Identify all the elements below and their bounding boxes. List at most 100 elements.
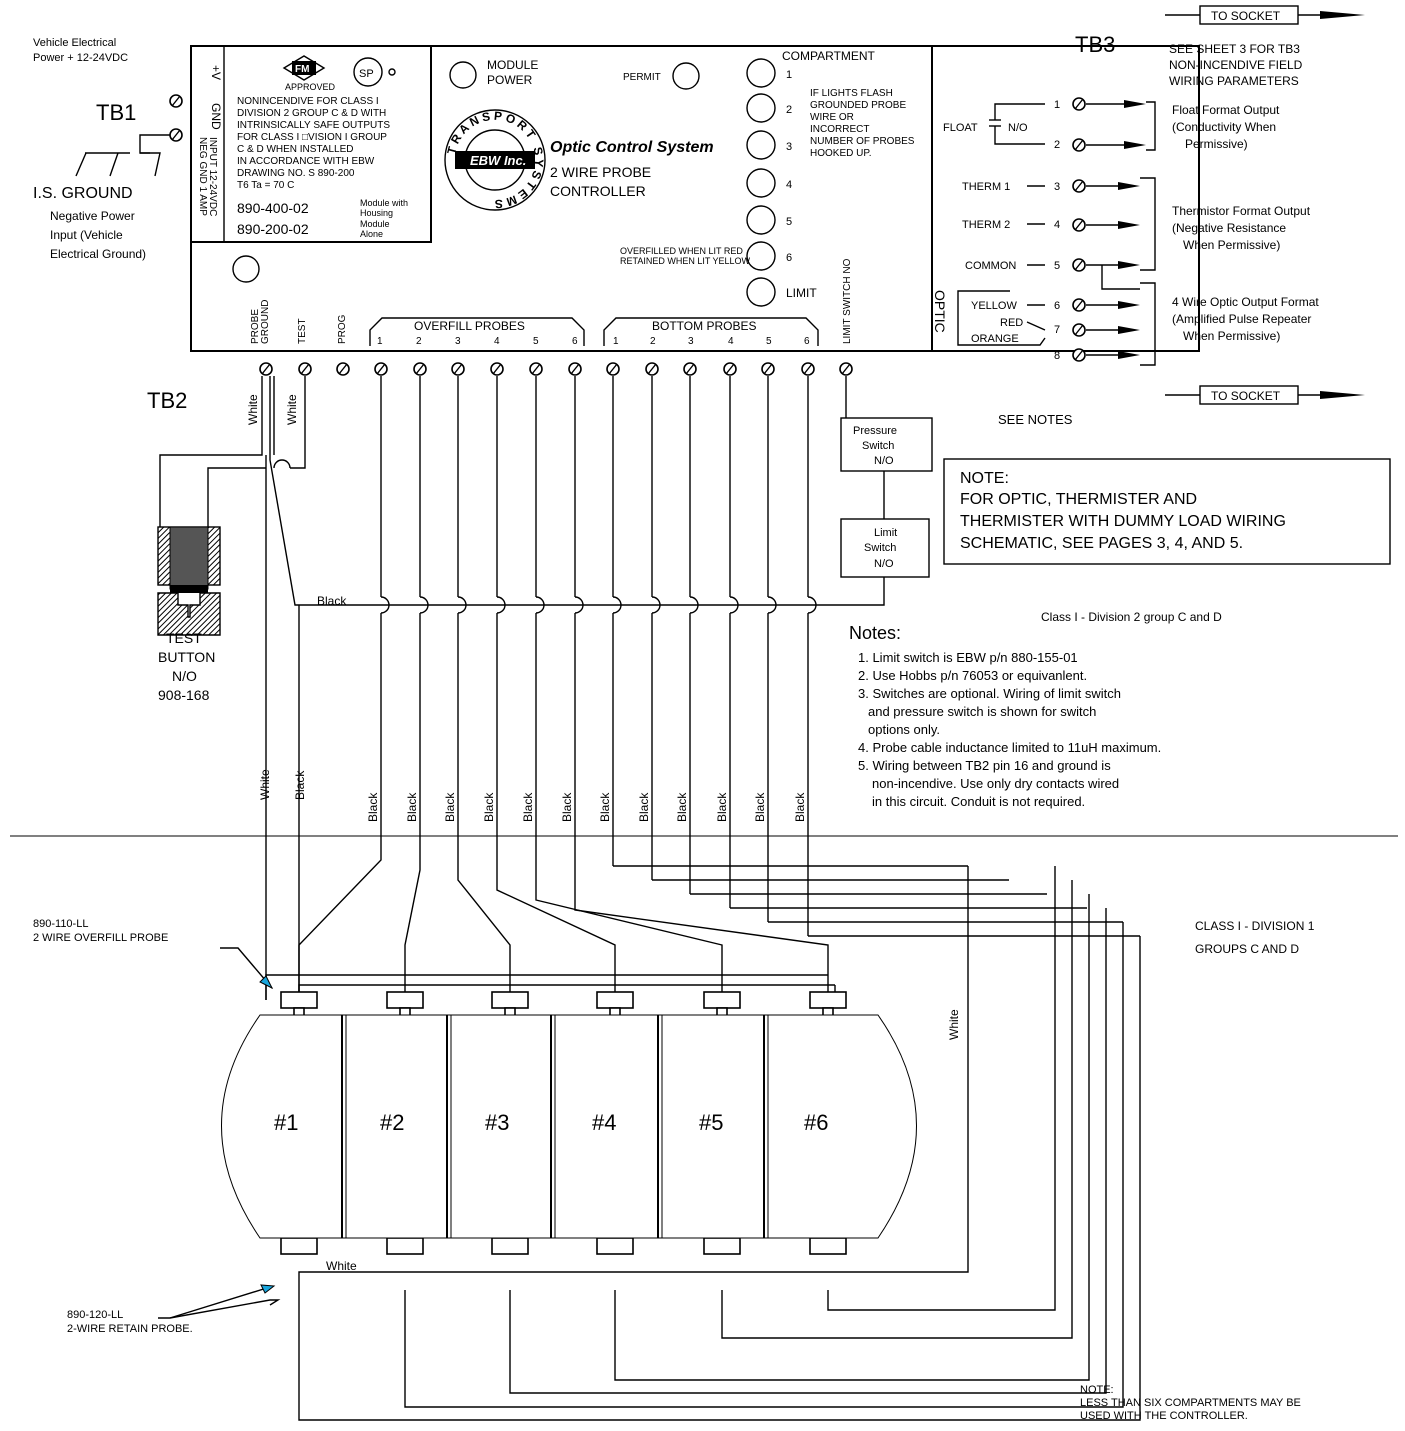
svg-text:SEE SHEET 3 FOR TB3: SEE SHEET 3 FOR TB3 (1169, 42, 1300, 56)
tb3-screw-4 (1072, 218, 1086, 232)
svg-text:5. Wiring between TB2 pin 16 a: 5. Wiring between TB2 pin 16 and ground … (858, 758, 1111, 773)
compartment-label-6: #6 (804, 1110, 828, 1135)
svg-text:1: 1 (786, 69, 792, 81)
tb3-output-brackets (1101, 101, 1156, 366)
input-label-1: INPUT 12-24VDC (207, 137, 218, 216)
class-div1-label-2: GROUPS C AND D (1195, 942, 1299, 956)
tb2-screw-3 (336, 362, 350, 376)
bottom-note-line-2: USED WITH THE CONTROLLER. (1080, 1410, 1248, 1422)
svg-text:Limit: Limit (874, 527, 897, 539)
vehicle-power-label-2: Power + 12-24VDC (33, 52, 128, 64)
tb2-label: TB2 (147, 388, 187, 413)
wire-label-black-horizontal: Black (317, 594, 347, 608)
compartment-label-3: #3 (485, 1110, 509, 1135)
svg-text:5: 5 (1054, 260, 1060, 272)
svg-text:4: 4 (494, 336, 500, 347)
optic-output-label: 4 Wire Optic Output Format (Amplified Pu… (1172, 295, 1319, 343)
bottom-note-title: NOTE: (1080, 1384, 1114, 1396)
svg-text:1: 1 (377, 336, 383, 347)
wire-label-bottom-4: Black (715, 792, 729, 822)
to-socket-bottom: TO SOCKET (1165, 385, 1365, 405)
wire-label-probe-ground: White (246, 394, 260, 425)
svg-text:NOTE:: NOTE: (960, 470, 1009, 487)
svg-text:SCHEMATIC, SEE PAGES 3, 4, AND: SCHEMATIC, SEE PAGES 3, 4, AND 5. (960, 535, 1243, 552)
svg-text:DRAWING NO. S 890-200: DRAWING NO. S 890-200 (237, 168, 355, 179)
tb1-label: TB1 (96, 100, 136, 125)
svg-text:4: 4 (786, 179, 792, 191)
tb2-screw-15 (801, 362, 815, 376)
tb2-screw-7 (490, 362, 504, 376)
tb2-screw-11 (645, 362, 659, 376)
svg-text:Switch: Switch (862, 440, 894, 452)
is-ground-line-2: Input (Vehicle (50, 228, 123, 242)
overfill-probes-label: OVERFILL PROBES (414, 319, 525, 333)
wire-label-bottom-6: Black (793, 792, 807, 822)
wire-label-overfill-3: Black (443, 792, 457, 822)
wire-label-bottom-1: Black (598, 792, 612, 822)
tb3-terminal-screws (1072, 97, 1146, 362)
part-number-module-alone: 890-200-02 (237, 221, 309, 237)
yellow-label: YELLOW (971, 300, 1017, 312)
wire-label-test: White (285, 394, 299, 425)
therm1-label: THERM 1 (962, 181, 1010, 193)
svg-text:Module with: Module with (360, 198, 408, 208)
svg-text:TO SOCKET: TO SOCKET (1211, 389, 1281, 403)
overfill-probe-part-number: 890-110-LL (33, 918, 88, 930)
power-led (232, 255, 260, 283)
orange-label: ORANGE (971, 333, 1019, 345)
svg-text:TO SOCKET: TO SOCKET (1211, 9, 1281, 23)
svg-text:GROUNDED PROBE: GROUNDED PROBE (810, 100, 906, 111)
wire-label-overfill-1: Black (366, 792, 380, 822)
tb1-screw-positive (169, 94, 183, 108)
svg-text:Module: Module (360, 219, 390, 229)
tb2-screw-6 (451, 362, 465, 376)
wire-label-overfill-4: Black (482, 792, 496, 822)
part-number-module-with-housing: 890-400-02 (237, 200, 309, 216)
certification-notice: NONINCENDIVE FOR CLASS I DIVISION 2 GROU… (237, 96, 390, 191)
wire-label-bottom-2: Black (637, 792, 651, 822)
tb3-screw-6 (1072, 298, 1086, 312)
tb2-screw-9 (568, 362, 582, 376)
tb3-screw-2 (1072, 138, 1086, 152)
svg-text:IF LIGHTS FLASH: IF LIGHTS FLASH (810, 88, 893, 99)
optic-control-system-title: Optic Control System (550, 139, 714, 156)
bottom-probes-bracket (603, 317, 819, 346)
bottom-probes-label: BOTTOM PROBES (652, 319, 756, 333)
svg-text:Alone: Alone (360, 229, 383, 239)
thermistor-output-label: Thermistor Format Output (Negative Resis… (1172, 204, 1311, 252)
wire-label-bottom-3: Black (675, 792, 689, 822)
svg-text:5: 5 (533, 336, 539, 347)
tb2-screw-4 (374, 362, 388, 376)
tb2-screw-8 (529, 362, 543, 376)
wire-label-black-lower: Black (293, 770, 307, 800)
tb2-screw-12 (683, 362, 697, 376)
svg-text:NON-INCENDIVE FIELD: NON-INCENDIVE FIELD (1169, 58, 1303, 72)
overfill-note-2: RETAINED WHEN LIT YELLOW (620, 256, 751, 266)
notes-title: Notes: (849, 623, 901, 643)
svg-text:2: 2 (1054, 139, 1060, 151)
tank: #1#2#3#4#5#6 (221, 1014, 917, 1239)
controller-module (190, 45, 1200, 352)
limit-switch-box (840, 518, 930, 578)
svg-text:Pressure: Pressure (853, 425, 897, 437)
compartment-led-limit (746, 277, 776, 307)
svg-text:6: 6 (804, 336, 810, 347)
tb2-screw-2 (298, 362, 312, 376)
module-label-panel (190, 45, 432, 243)
retain-probe-part-number: 890-120-LL (67, 1309, 123, 1321)
svg-text:LIMIT: LIMIT (786, 286, 817, 300)
svg-text:6: 6 (786, 252, 792, 264)
tb3-screw-7 (1072, 323, 1086, 337)
wire-label-white-bottom: White (326, 1259, 357, 1273)
common-label: COMMON (965, 260, 1016, 272)
input-label-2: NEG GND 1 AMP (197, 137, 208, 216)
compartment-label-5: #5 (699, 1110, 723, 1135)
test-label: TEST (297, 318, 308, 344)
svg-text:Permissive): Permissive) (1185, 137, 1248, 151)
svg-text:HOOKED UP.: HOOKED UP. (810, 148, 872, 159)
svg-text:3. Switches are optional. Wiri: 3. Switches are optional. Wiring of limi… (858, 686, 1121, 701)
tb3-pin-numbers: 1 2 3 4 5 6 7 8 (1054, 99, 1060, 362)
svg-text:IN ACCORDANCE WITH EBW: IN ACCORDANCE WITH EBW (237, 156, 375, 167)
